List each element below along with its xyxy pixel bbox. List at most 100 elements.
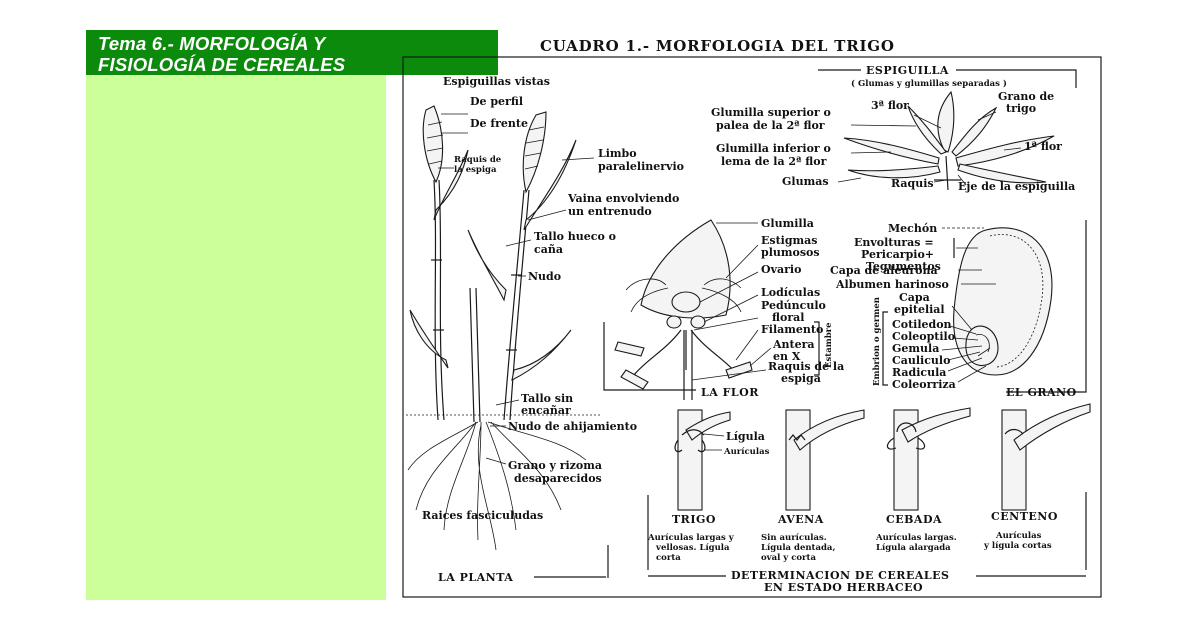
leader-raquis-flor	[691, 369, 767, 381]
stem-cebada-leaf	[901, 407, 971, 443]
label-ligula: Lígula	[726, 430, 765, 443]
label-raquis-espiguilla: Raquis	[891, 177, 934, 190]
plant-stem-cutb	[475, 287, 481, 423]
label-grano-rizoma-2: desaparecidos	[514, 472, 602, 485]
figure-heading: CUADRO 1.- MORFOLOGIA DEL TRIGO	[540, 37, 895, 55]
leader-ligula	[703, 433, 725, 437]
label-glumilla-inf-2: lema de la 2ª flor	[721, 155, 827, 168]
slide-title-line2: FISIOLOGÍA DE CEREALES	[98, 54, 346, 75]
leader-pedunculo	[693, 317, 759, 331]
label-ovario: Ovario	[761, 263, 801, 276]
stem-trigo	[674, 409, 731, 511]
label-estambre: Estambre	[824, 322, 834, 368]
plant-leaf-1	[433, 149, 469, 221]
flower-section: Glumilla Estigmas plumosos Ovario Lodícu…	[603, 217, 844, 400]
label-estigmas-2: plumosos	[761, 246, 820, 259]
leader-tallo-hueco	[505, 239, 532, 247]
stem-cebada	[886, 407, 971, 511]
label-1-flor: 1ª flor	[1024, 140, 1062, 153]
plant-leaf-5	[511, 329, 572, 381]
caption-espiguilla: ESPIGUILLA	[866, 64, 949, 77]
flower-anther-2	[620, 369, 649, 390]
label-tallo-hueco-2: caña	[534, 243, 563, 256]
slide-title-line1: Tema 6.- MORFOLOGÍA Y	[98, 33, 326, 54]
stem-trigo-leaf	[685, 411, 731, 441]
wheat-morphology-figure: CUADRO 1.- MORFOLOGIA DEL TRIGO	[386, 30, 1110, 600]
spikelet-flower-3	[937, 90, 955, 153]
leader-glumilla-sup	[850, 124, 917, 127]
label-nudo: Nudo	[528, 270, 561, 283]
label-raquis-flor-2: espiga	[781, 372, 821, 385]
figure-drawing: CUADRO 1.- MORFOLOGIA DEL TRIGO	[402, 37, 1102, 598]
label-estigmas-1: Estigmas	[761, 234, 818, 247]
desc-trigo-1: Aurículas largas y	[647, 532, 735, 543]
label-envolturas-1: Envolturas =	[854, 236, 934, 249]
label-raquis-espiga-1: Raquis de	[454, 155, 502, 165]
stem-trigo-ligule	[681, 429, 705, 436]
herbaceous-section: Lígula Aurículas TRIGO Aurículas largas …	[647, 403, 1091, 594]
flower-anther-1	[614, 341, 645, 357]
spikelet-glume-right	[957, 163, 1047, 184]
leader-coleorriza	[957, 365, 987, 383]
flower-stigmas	[625, 278, 742, 313]
stem-centeno-leaf	[1013, 403, 1091, 451]
caption-la-planta: LA PLANTA	[438, 571, 513, 584]
label-coleoptilo: Coleoptilo	[892, 330, 955, 343]
flower-anther-3	[725, 361, 753, 379]
label-cotiledon: Cotiledon	[892, 318, 952, 331]
spikelet-lemma	[843, 137, 940, 165]
stem-avena-leaf	[793, 409, 865, 451]
desc-trigo-2: vellosas. Lígula	[655, 542, 730, 553]
desc-avena-2: Lígula dentada,	[761, 542, 835, 553]
stem-avena-body	[785, 409, 811, 511]
label-glumilla: Glumilla	[761, 217, 814, 230]
spikelet-flower-1	[955, 135, 1055, 167]
label-avena: AVENA	[777, 513, 824, 526]
leader-limbo	[561, 157, 595, 161]
label-pedunculo-2: floral	[772, 311, 804, 324]
label-glumilla-sup-2: palea de la 2ª flor	[716, 119, 825, 132]
label-3-flor: 3ª flor	[871, 99, 909, 112]
grain-bracket	[1006, 220, 1087, 393]
label-radicula: Radicula	[892, 366, 946, 379]
plant-stem-2	[503, 189, 525, 421]
plant-leaf-3	[467, 229, 507, 302]
stem-avena	[785, 409, 865, 511]
desc-centeno-2: y lígula cortas	[983, 540, 1052, 551]
caption-la-flor: LA FLOR	[701, 386, 759, 399]
spike-profile	[422, 105, 444, 184]
spikelet-bracket	[818, 69, 1077, 88]
label-vaina-2: un entrenudo	[568, 205, 652, 218]
leader-3-flor	[913, 114, 942, 129]
stem-avena-ligule	[788, 434, 806, 441]
label-tallo-sin-2: encañar	[521, 404, 571, 417]
desc-avena-1: Sin aurículas.	[761, 532, 827, 543]
label-de-perfil: De perfil	[470, 95, 523, 108]
label-raquis-flor-1: Raquis de la	[768, 360, 844, 373]
leader-tallo-sin	[495, 399, 520, 406]
spikelet-palea	[907, 105, 947, 155]
label-eje-espiguilla: Eje de la espiguilla	[958, 180, 1075, 193]
desc-cebada-1: Aurículas largas.	[875, 532, 957, 543]
plant-section: Espiguillas vistas De perfil De frente R…	[406, 75, 684, 584]
embrion-bracket	[882, 311, 888, 386]
label-cebada: CEBADA	[886, 513, 942, 526]
leader-glumilla-inf	[850, 151, 892, 154]
label-capa-2: epitelial	[894, 303, 945, 316]
label-trigo: TRIGO	[672, 513, 716, 526]
leader-cotiledon	[949, 325, 977, 335]
flower-lodicule-2	[690, 315, 706, 329]
slide-title-banner: Tema 6.- MORFOLOGÍA Y FISIOLOGÍA DE CERE…	[86, 30, 498, 75]
plant-leaf-2	[523, 139, 577, 231]
leader-cauliculo	[947, 351, 981, 361]
leader-grano-trigo	[977, 111, 997, 121]
spikelet-glume-left	[847, 165, 941, 179]
label-lodiculas: Lodículas	[761, 286, 820, 299]
leader-estigmas	[725, 244, 759, 279]
flower-ovary	[671, 291, 701, 313]
desc-cebada-2: Lígula alargada	[876, 542, 951, 553]
label-aleurona: Capa de aleurona	[830, 264, 938, 277]
label-coleorriza: Coleorriza	[892, 378, 956, 391]
desc-avena-3: oval y corta	[761, 553, 816, 563]
leader-grano-rizoma	[485, 457, 507, 465]
